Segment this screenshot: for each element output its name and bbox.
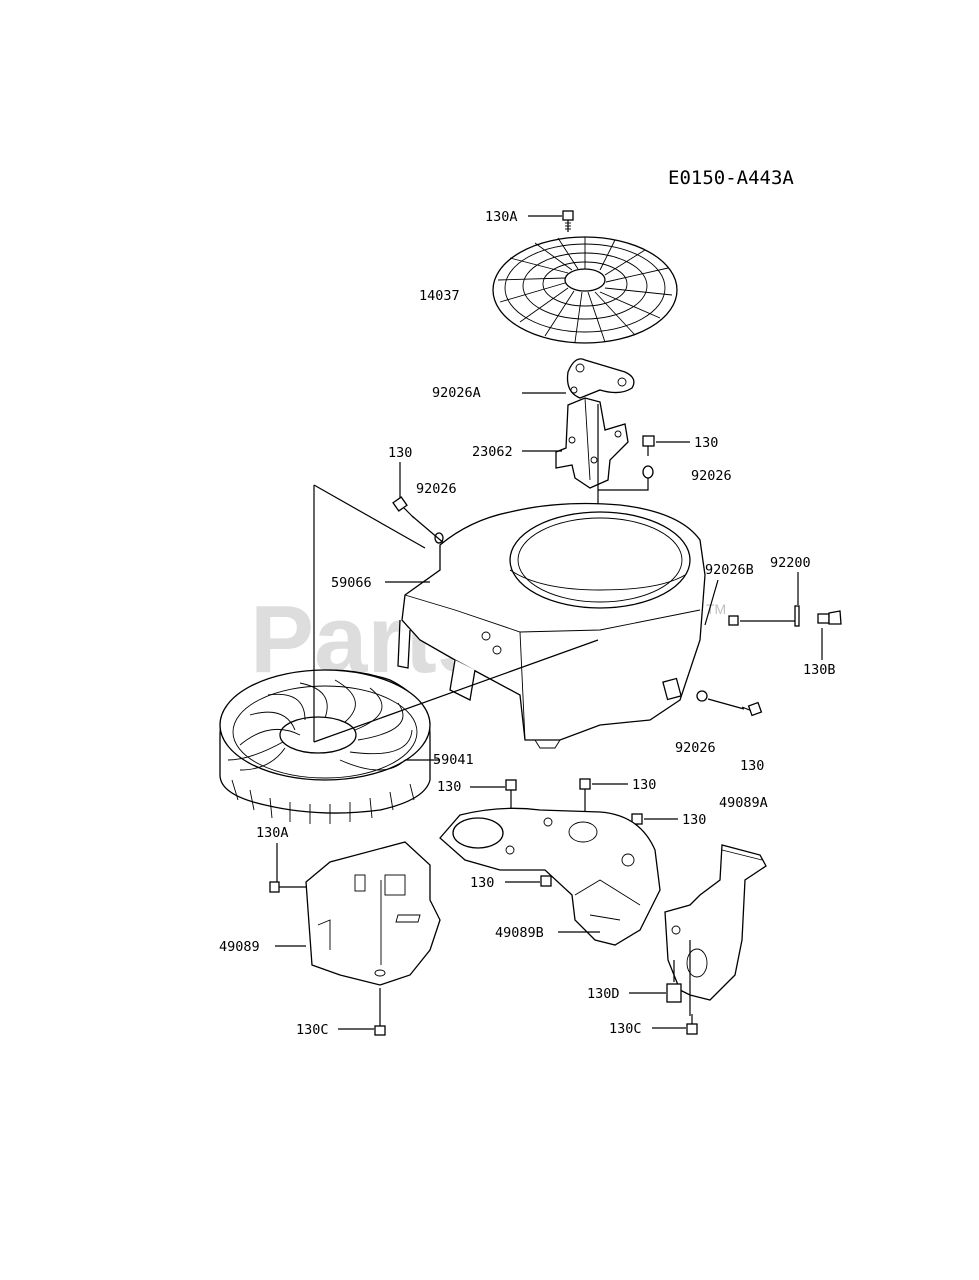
- cover-49089a[interactable]: [664, 844, 767, 1001]
- cover-49089b[interactable]: [439, 807, 661, 946]
- label-bolt-right: 130: [694, 435, 718, 451]
- screw-130a-left[interactable]: [269, 881, 310, 893]
- collar-92026b[interactable]: [728, 615, 739, 626]
- label-130a-top: 130A: [485, 209, 518, 225]
- bolt-130-mid4[interactable]: [540, 875, 552, 887]
- label-bolt-d: 130D: [587, 986, 620, 1002]
- label-bolt-mid1: 130: [437, 779, 461, 795]
- bolt-130d[interactable]: [666, 960, 682, 1003]
- leader-lower-axis: [707, 698, 745, 710]
- leader-spacer-right: [598, 478, 649, 491]
- bolt-130b[interactable]: [817, 610, 842, 625]
- label-bolt-mid2: 130: [632, 777, 656, 793]
- label-bolt-mid3: 130: [682, 812, 706, 828]
- label-housing: 59066: [331, 575, 372, 591]
- label-bolt-lower: 130: [740, 758, 764, 774]
- label-spacer-lower: 92026: [675, 740, 716, 756]
- label-bolt-c-left: 130C: [296, 1022, 329, 1038]
- fan-cone-bottom: [313, 639, 599, 743]
- fan-cone-top: [313, 484, 426, 549]
- bolt-130c-left[interactable]: [374, 1016, 386, 1036]
- bolt-130-right[interactable]: [642, 435, 655, 456]
- screw-130a-top[interactable]: [562, 210, 574, 232]
- diagram-code: E0150-A443A: [668, 167, 794, 189]
- label-fan-screen: 14037: [419, 288, 460, 304]
- label-pin: 92200: [770, 555, 811, 571]
- label-spacer-right: 92026: [691, 468, 732, 484]
- bolt-130c-right[interactable]: [686, 1014, 698, 1035]
- label-collar-b: 92026B: [705, 562, 754, 578]
- pin-92200[interactable]: [794, 605, 800, 627]
- spacer-92026-right[interactable]: [642, 465, 654, 479]
- bracket[interactable]: [555, 397, 629, 489]
- spacer-92026-lower[interactable]: [696, 690, 708, 702]
- label-cover-left: 49089: [219, 939, 260, 955]
- label-bolt-c-right: 130C: [609, 1021, 642, 1037]
- blower-housing[interactable]: [397, 502, 706, 749]
- bolt-130-lower[interactable]: [741, 701, 763, 717]
- cover-49089[interactable]: [305, 841, 441, 986]
- label-bolt-b: 130B: [803, 662, 836, 678]
- leader-collar-b: [704, 579, 719, 626]
- label-bracket-plate: 92026A: [432, 385, 481, 401]
- bolt-130-left[interactable]: [392, 496, 415, 519]
- label-screw-left: 130A: [256, 825, 289, 841]
- label-bolt-mid4: 130: [470, 875, 494, 891]
- label-bolt-left: 130: [388, 445, 412, 461]
- cooling-fan[interactable]: [219, 669, 431, 824]
- label-spacer-left: 92026: [416, 481, 457, 497]
- bracket-plate[interactable]: [566, 358, 635, 399]
- label-fan: 59041: [433, 752, 474, 768]
- label-bracket: 23062: [472, 444, 513, 460]
- fan-screen[interactable]: [492, 236, 678, 344]
- label-cover-a: 49089A: [719, 795, 768, 811]
- label-cover-b: 49089B: [495, 925, 544, 941]
